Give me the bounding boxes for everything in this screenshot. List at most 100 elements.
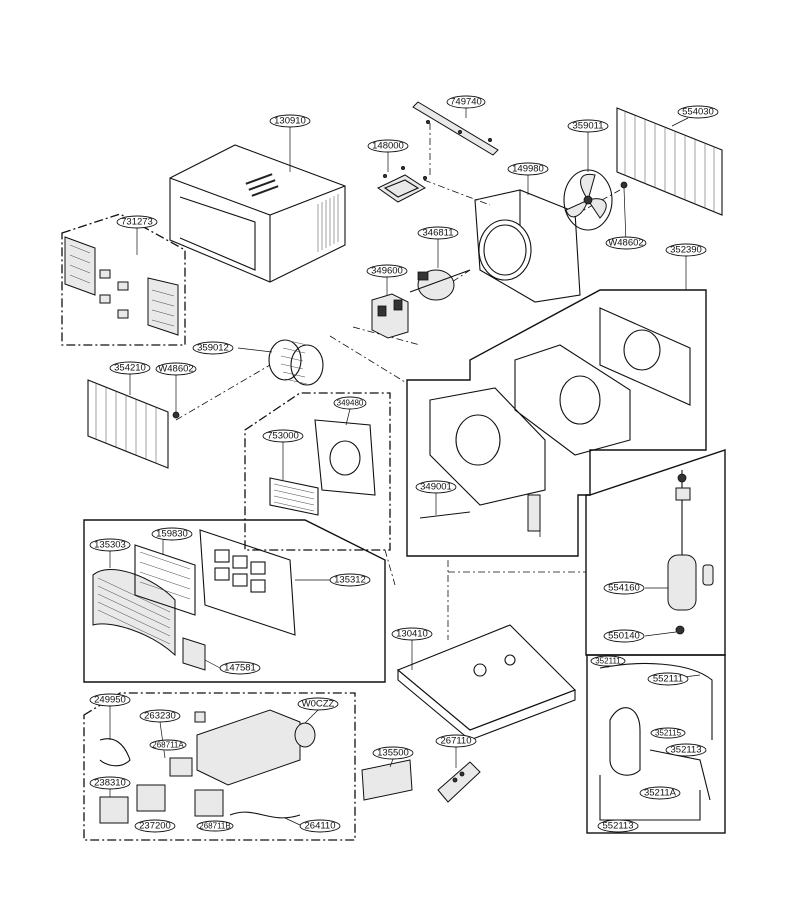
group-box-tubing bbox=[586, 654, 726, 834]
motor-bracket-part bbox=[371, 293, 409, 339]
part-label: 267110 bbox=[435, 734, 477, 748]
svg-text:W48602: W48602 bbox=[158, 364, 193, 375]
svg-text:130410: 130410 bbox=[396, 629, 428, 640]
svg-text:268711B: 268711B bbox=[199, 822, 230, 831]
svg-text:346811: 346811 bbox=[423, 228, 454, 239]
part-label: 352115 bbox=[650, 727, 686, 739]
part-label: 349600 bbox=[366, 264, 408, 278]
svg-text:731273: 731273 bbox=[121, 217, 153, 228]
part-label: W48602 bbox=[605, 236, 647, 250]
svg-text:147581: 147581 bbox=[224, 663, 256, 674]
part-label: 346811 bbox=[417, 226, 459, 240]
part-label: 349480 bbox=[333, 396, 367, 410]
group-box-electric-heater bbox=[244, 392, 391, 551]
control-parts bbox=[99, 709, 316, 824]
svg-text:268711A: 268711A bbox=[152, 741, 184, 750]
part-label: 263230 bbox=[139, 709, 181, 723]
svg-text:W48602: W48602 bbox=[608, 238, 643, 249]
svg-text:554160: 554160 bbox=[608, 583, 640, 594]
svg-text:263230: 263230 bbox=[144, 711, 176, 722]
svg-text:238310: 238310 bbox=[94, 778, 126, 789]
part-label: 552111 bbox=[647, 672, 689, 686]
svg-text:135312: 135312 bbox=[334, 575, 366, 586]
svg-text:249950: 249950 bbox=[94, 695, 126, 706]
group-box-front-grille bbox=[83, 519, 386, 683]
group-box-side-curtain bbox=[61, 213, 186, 346]
blower-wheel-part bbox=[268, 339, 324, 386]
svg-text:130910: 130910 bbox=[274, 116, 306, 127]
svg-text:552113: 552113 bbox=[603, 821, 634, 832]
svg-text:W0CZZ: W0CZZ bbox=[302, 699, 335, 710]
part-label: 550140 bbox=[603, 629, 645, 643]
part-label: 135500 bbox=[372, 746, 414, 760]
svg-text:352115: 352115 bbox=[655, 729, 682, 738]
part-label: 35211A bbox=[639, 786, 681, 800]
part-label: 249950 bbox=[89, 693, 131, 707]
part-label: 349001 bbox=[415, 480, 457, 494]
svg-text:149980: 149980 bbox=[512, 164, 544, 175]
base-pan-part bbox=[396, 624, 576, 741]
svg-text:554030: 554030 bbox=[682, 107, 714, 118]
svg-text:135500: 135500 bbox=[377, 748, 409, 759]
condenser-fan-part bbox=[563, 169, 628, 231]
evaporator-part bbox=[87, 379, 180, 469]
part-label: 352390 bbox=[665, 243, 707, 257]
part-label: 149980 bbox=[507, 162, 549, 176]
part-label: 554030 bbox=[677, 105, 719, 119]
part-label: 264110 bbox=[299, 819, 341, 833]
part-label: 352111 bbox=[590, 655, 626, 667]
part-label: 731273 bbox=[116, 215, 158, 229]
part-label: 552113 bbox=[597, 819, 639, 833]
svg-text:749740: 749740 bbox=[450, 97, 482, 108]
svg-text:550140: 550140 bbox=[608, 631, 640, 642]
leader-lines bbox=[109, 108, 701, 826]
svg-text:159830: 159830 bbox=[156, 529, 188, 540]
side-curtain-part bbox=[64, 236, 179, 336]
remote-control-part bbox=[361, 759, 481, 803]
part-label: 237200 bbox=[134, 819, 176, 833]
svg-text:267110: 267110 bbox=[441, 736, 472, 747]
group-box-fan-assembly bbox=[406, 289, 707, 557]
heater-panel-part bbox=[269, 419, 376, 516]
part-label: W0CZZ bbox=[297, 697, 339, 711]
part-label: 130410 bbox=[391, 627, 433, 641]
part-label: 753000 bbox=[262, 429, 304, 443]
fan-motor-part bbox=[409, 269, 471, 301]
condenser-part bbox=[616, 107, 723, 216]
svg-text:349480: 349480 bbox=[337, 399, 364, 408]
svg-text:35211A: 35211A bbox=[644, 788, 677, 799]
svg-text:148000: 148000 bbox=[372, 141, 404, 152]
cabinet-part bbox=[169, 144, 346, 283]
part-label: 268711B bbox=[196, 820, 234, 832]
svg-text:753000: 753000 bbox=[267, 431, 299, 442]
fan-housing-part bbox=[419, 307, 691, 532]
group-box-compressor bbox=[585, 449, 726, 656]
part-label: 352113 bbox=[665, 743, 707, 757]
part-label: W48602 bbox=[155, 362, 197, 376]
part-label: 359011 bbox=[567, 119, 609, 133]
part-label: 554160 bbox=[603, 581, 645, 595]
front-grille-part bbox=[92, 529, 296, 671]
part-label: 159830 bbox=[151, 527, 193, 541]
shroud-part bbox=[474, 189, 581, 303]
part-label: 135312 bbox=[329, 573, 371, 587]
svg-text:349600: 349600 bbox=[371, 266, 403, 277]
svg-text:237200: 237200 bbox=[139, 821, 171, 832]
part-label: 147581 bbox=[219, 661, 261, 675]
part-label: 359012 bbox=[192, 341, 234, 355]
part-label: 749740 bbox=[446, 95, 486, 109]
svg-text:359011: 359011 bbox=[573, 121, 604, 132]
svg-text:352113: 352113 bbox=[671, 745, 702, 756]
svg-text:264110: 264110 bbox=[305, 821, 336, 832]
part-label: 268711A bbox=[149, 739, 187, 751]
svg-text:552111: 552111 bbox=[653, 674, 683, 685]
svg-text:349001: 349001 bbox=[420, 482, 452, 493]
part-label: 135303 bbox=[89, 538, 131, 552]
svg-text:352111: 352111 bbox=[595, 657, 621, 666]
svg-text:354210: 354210 bbox=[114, 363, 146, 374]
svg-text:359012: 359012 bbox=[197, 343, 229, 354]
part-label: 148000 bbox=[367, 139, 409, 153]
svg-text:352390: 352390 bbox=[670, 245, 702, 256]
part-label: 130910 bbox=[269, 114, 311, 128]
